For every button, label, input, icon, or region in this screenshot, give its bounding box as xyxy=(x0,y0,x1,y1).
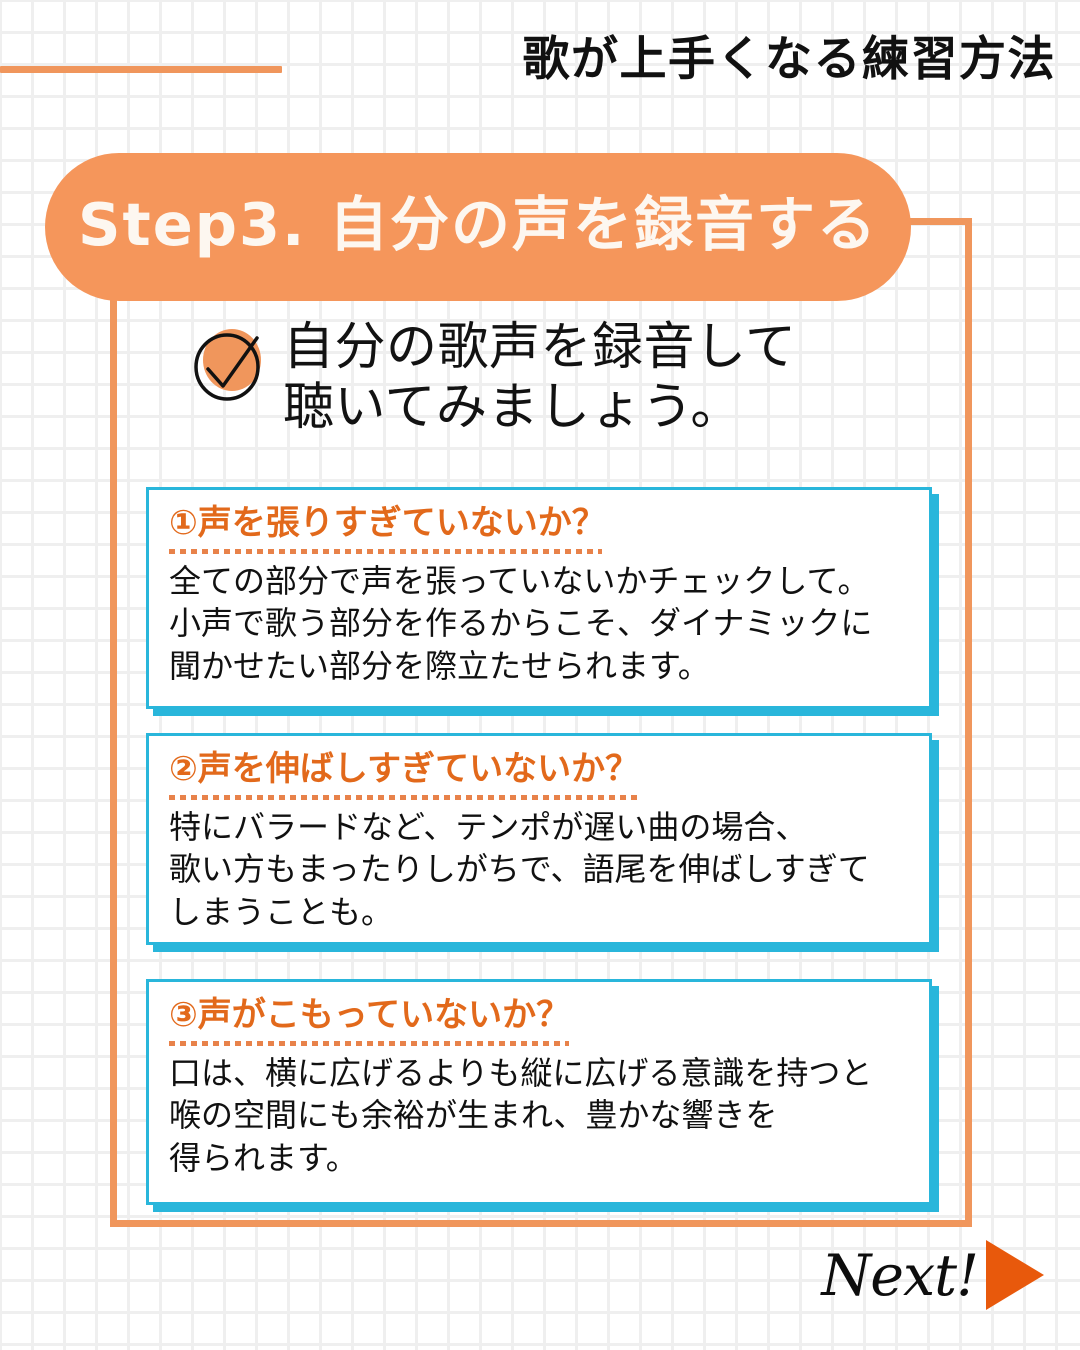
tip-card: ②声を伸ばしすぎていないか？ 特にバラードなど、テンポが遅い曲の場合、 歌い方も… xyxy=(146,733,932,945)
top-left-rule xyxy=(0,66,282,73)
check-circle-icon xyxy=(194,329,261,401)
tip-card: ③声がこもっていないか？ 口は、横に広げるよりも縦に広げる意識を持つと 喉の空間… xyxy=(146,979,932,1205)
tip-card-title: ②声を伸ばしすぎていないか？ xyxy=(169,749,640,789)
frame-bottom-edge xyxy=(110,1220,972,1227)
tip-card-title: ③声がこもっていないか？ xyxy=(169,995,571,1035)
lead-statement: 自分の歌声を録音して 聴いてみましょう。 xyxy=(186,318,946,438)
tip-card-title: ①声を張りすぎていないか？ xyxy=(169,503,606,543)
frame-right-stub xyxy=(908,218,972,225)
tip-card-body: 口は、横に広げるよりも縦に広げる意識を持つと 喉の空間にも余裕が生まれ、豊かな響… xyxy=(169,1054,873,1177)
frame-left-edge xyxy=(110,292,117,1227)
tip-card-divider xyxy=(169,1041,569,1047)
tip-card-body: 特にバラードなど、テンポが遅い曲の場合、 歌い方もまったりしがちで、語尾を伸ばし… xyxy=(169,808,870,931)
tip-card-divider xyxy=(169,549,602,555)
lead-statement-text: 自分の歌声を録音して 聴いてみましょう。 xyxy=(283,318,797,438)
play-triangle-icon xyxy=(986,1240,1044,1310)
tip-card: ①声を張りすぎていないか？ 全ての部分で声を張っていないかチェックして。 小声で… xyxy=(146,487,932,709)
next-cta[interactable]: Next! xyxy=(821,1240,1044,1312)
frame-right-edge xyxy=(965,218,972,1227)
tip-card-body: 全ての部分で声を張っていないかチェックして。 小声で歌う部分を作るからこそ、ダイ… xyxy=(169,562,873,685)
next-label: Next! xyxy=(821,1242,979,1309)
step-heading-pill: Step3. 自分の声を録音する xyxy=(45,153,911,301)
page-title: 歌が上手くなる練習方法 xyxy=(522,32,1056,87)
step-heading-label: Step3. 自分の声を録音する xyxy=(78,189,878,259)
tip-card-divider xyxy=(169,795,641,801)
